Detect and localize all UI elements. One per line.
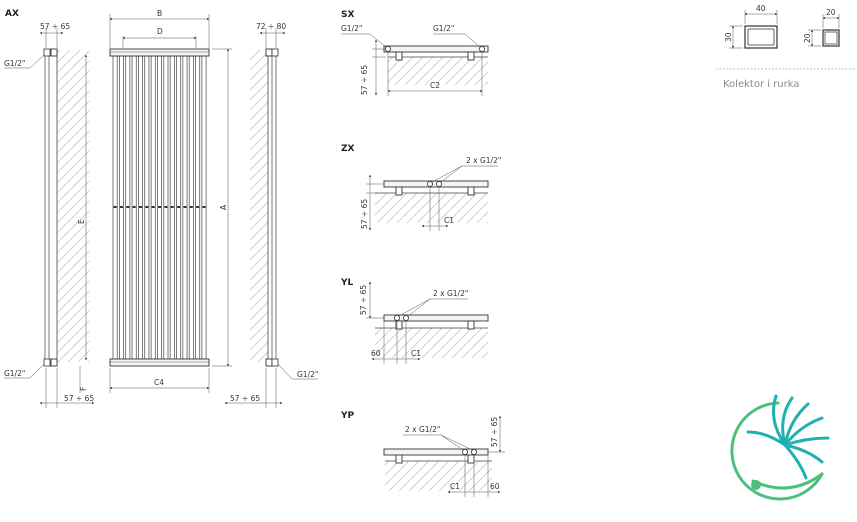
logo-dot [751,480,761,490]
bracket-left [395,454,403,464]
dim-e: E [77,219,86,224]
bracket-left [395,186,403,196]
section-label-sx: SX [341,10,354,20]
port-1 [393,314,400,321]
wall-hatch [375,193,488,223]
dim-bottom-right: 57 ÷ 65 [230,394,260,403]
port-1 [461,448,468,455]
dim-d: D [157,27,163,36]
zx-view: ZX 2 x G1/2" 57 ÷ 65 C1 [341,144,501,231]
g-label: 2 x G1/2" [466,156,501,165]
collector-profile [744,25,778,49]
tube-width: 20 [826,8,836,17]
dim-a: A [219,204,228,210]
top-port [43,48,51,57]
side-tube [271,54,277,361]
port-right [478,46,485,53]
dim-bottom-left: 57 ÷ 65 [64,394,94,403]
ax-view: AX 57 ÷ 65 G1/2" G1/2" E [4,9,318,408]
bracket-right [467,51,475,61]
dim-60: 60 [490,482,500,491]
tube-height: 20 [803,33,812,43]
tube-profile [822,29,840,47]
sx-view: SX G1/2" G1/2" 57 ÷ 65 C2 [341,10,489,96]
top-bracket [50,48,58,57]
wall-hatch [250,50,268,362]
collector-width: 40 [756,4,766,13]
dim-c1: C1 [444,216,454,225]
bottom-collector [109,358,210,367]
profile-caption: Kolektor i rurka [723,79,800,90]
dim-top-left: 57 ÷ 65 [40,22,70,31]
collector-height: 30 [724,32,733,42]
ax-front-view: B D A C4 [109,9,232,393]
bottom-port [271,358,279,367]
wall-hatch [375,328,488,358]
g-label-bottom-right: G1/2" [297,370,318,379]
port-2 [402,314,409,321]
section-label-yp: YP [340,411,355,421]
yp-view: YP 2 x G1/2" 57 ÷ 65 C1 60 [340,411,505,497]
dim-vertical: 57 ÷ 65 [359,285,368,315]
g-label-right: G1/2" [433,24,454,33]
dim-60: 60 [371,349,381,358]
port-left [384,46,391,53]
front-tubes [112,55,207,360]
section-label-ax: AX [5,9,19,19]
top-bracket [265,48,273,57]
collector-bar [383,45,489,53]
port-1 [426,180,433,187]
wall-hatch [57,50,89,362]
ax-side-view-right: 72 ÷ 80 G1/2" 57 ÷ 65 [224,22,318,408]
wall-hatch [385,461,492,491]
wall-hatch [388,57,488,85]
dim-f: F [79,387,88,391]
dim-b: B [157,9,162,18]
g-label: 2 x G1/2" [433,289,468,298]
top-port [271,48,279,57]
top-collector [109,48,210,57]
g-label-left: G1/2" [341,24,362,33]
dim-vertical: 57 ÷ 65 [360,65,369,95]
logo-fronds [746,394,830,480]
side-tube [44,54,50,361]
port-2 [435,180,442,187]
dim-c1: C1 [450,482,460,491]
g-label-bottom-left: G1/2" [4,369,25,378]
brand-logo [730,394,830,501]
section-label-zx: ZX [341,144,355,154]
port-2 [470,448,477,455]
collector-bar [383,180,489,188]
dim-top-right: 72 ÷ 80 [256,22,286,31]
bottom-port [43,358,51,367]
section-label-yl: YL [340,278,354,288]
g-label-top-left: G1/2" [4,59,25,68]
yl-view: YL 2 x G1/2" 57 ÷ 65 60 C1 [340,278,489,364]
logo-arc [730,401,824,501]
bottom-bracket [265,358,273,367]
g-label: 2 x G1/2" [405,425,440,434]
dim-c2: C2 [430,81,440,90]
dim-vertical: 57 ÷ 65 [490,417,499,447]
profile-section: 40 30 20 20 Kolektor i rurka [716,4,856,90]
bottom-bracket [50,358,58,367]
dim-vertical: 57 ÷ 65 [360,199,369,229]
ax-side-view-left: 57 ÷ 65 G1/2" G1/2" E F 57 ÷ 65 [4,22,95,408]
bracket-right [467,454,475,464]
bracket-left [395,51,403,61]
bracket-right [467,186,475,196]
bracket-left [395,320,403,330]
dim-c1: C1 [411,349,421,358]
dim-c4: C4 [154,378,164,387]
bracket-right [467,320,475,330]
